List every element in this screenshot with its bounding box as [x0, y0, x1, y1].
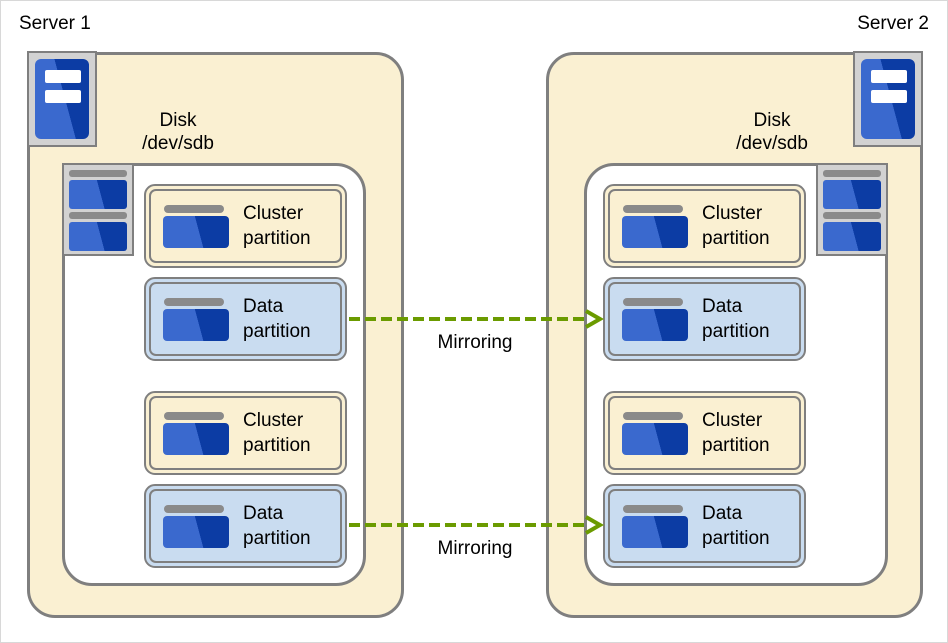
- partition-label-line1: Cluster: [702, 203, 763, 224]
- server-2-disk-label: Disk /dev/sdb: [692, 109, 852, 155]
- disk-platter-rect: [69, 222, 127, 251]
- partition-icon: [622, 411, 688, 455]
- partition-box-inner: Cluster partition: [149, 396, 342, 470]
- partition-icon-rect: [622, 308, 688, 341]
- partition-label: Cluster partition: [702, 201, 770, 251]
- partition-label-line2: partition: [243, 228, 311, 249]
- partition-icon-bar: [623, 204, 683, 213]
- server-tower-glyph: [861, 59, 915, 139]
- partition-box-data: Data partition: [144, 484, 347, 568]
- partition-icon-bar: [164, 411, 224, 420]
- partition-icon-bar: [623, 411, 683, 420]
- disk-icon: [816, 163, 888, 256]
- server-slot-bar: [45, 90, 81, 103]
- partition-icon: [622, 297, 688, 341]
- partition-label: Data partition: [243, 294, 311, 344]
- partition-icon: [163, 204, 229, 248]
- partition-label-line2: partition: [243, 435, 311, 456]
- partition-label-line1: Data: [702, 503, 743, 524]
- server-icon: [27, 51, 97, 147]
- server-icon: [853, 51, 923, 147]
- partition-label-line2: partition: [702, 321, 770, 342]
- mirroring-label: Mirroring: [437, 332, 513, 353]
- partition-icon-bar: [164, 204, 224, 213]
- partition-icon-bar: [623, 504, 683, 513]
- mirroring-arrow: [349, 309, 604, 329]
- partition-icon-rect: [622, 422, 688, 455]
- partition-box-cluster: Cluster partition: [603, 391, 806, 475]
- partition-box-inner: Data partition: [608, 282, 801, 356]
- partition-icon: [163, 297, 229, 341]
- disk-platter-rect: [823, 222, 881, 251]
- server-slot-bar: [45, 70, 81, 83]
- server-slot-bar: [871, 70, 907, 83]
- mirroring-label: Mirroring: [437, 538, 513, 559]
- disk-platter-bar: [823, 212, 881, 219]
- partition-icon-rect: [163, 215, 229, 248]
- partition-label-line1: Cluster: [702, 410, 763, 431]
- partition-icon-rect: [163, 515, 229, 548]
- disk-label-line2: /dev/sdb: [142, 133, 214, 154]
- partition-label: Data partition: [243, 501, 311, 551]
- server-1-disk-label: Disk /dev/sdb: [98, 109, 258, 155]
- partition-icon-rect: [622, 515, 688, 548]
- partition-box-cluster: Cluster partition: [603, 184, 806, 268]
- partition-icon-bar: [623, 297, 683, 306]
- disk-platter-bar: [823, 170, 881, 177]
- partition-label-line1: Data: [243, 503, 284, 524]
- partition-icon: [622, 504, 688, 548]
- partition-icon: [163, 411, 229, 455]
- partition-icon-rect: [622, 215, 688, 248]
- partition-label-line1: Data: [243, 296, 284, 317]
- partition-box-inner: Cluster partition: [149, 189, 342, 263]
- partition-icon-rect: [163, 308, 229, 341]
- partition-box-inner: Cluster partition: [608, 189, 801, 263]
- partition-box-inner: Data partition: [608, 489, 801, 563]
- partition-label: Cluster partition: [243, 408, 311, 458]
- partition-icon-bar: [164, 297, 224, 306]
- disk-platter-bar: [69, 170, 127, 177]
- partition-icon: [622, 204, 688, 248]
- partition-label-line2: partition: [243, 321, 311, 342]
- partition-box-data: Data partition: [603, 277, 806, 361]
- mirroring-arrow: [349, 515, 604, 535]
- partition-box-inner: Data partition: [149, 282, 342, 356]
- server-tower-glyph: [35, 59, 89, 139]
- partition-box-cluster: Cluster partition: [144, 391, 347, 475]
- partition-box-data: Data partition: [603, 484, 806, 568]
- partition-label-line2: partition: [702, 435, 770, 456]
- partition-label-line2: partition: [243, 528, 311, 549]
- partition-label-line2: partition: [702, 528, 770, 549]
- disk-platter-bar: [69, 212, 127, 219]
- disk-label-line1: Disk: [753, 110, 791, 131]
- server-slot-bar: [871, 90, 907, 103]
- partition-label-line1: Cluster: [243, 410, 304, 431]
- partition-label: Cluster partition: [702, 408, 770, 458]
- server-2-label: Server 2: [857, 13, 929, 34]
- partition-label: Cluster partition: [243, 201, 311, 251]
- disk-label-line2: /dev/sdb: [736, 133, 808, 154]
- partition-label-line1: Data: [702, 296, 743, 317]
- partition-label: Data partition: [702, 294, 770, 344]
- disk-platter-rect: [823, 180, 881, 209]
- disk-label-line1: Disk: [159, 110, 197, 131]
- server-1-label: Server 1: [19, 13, 91, 34]
- partition-box-cluster: Cluster partition: [144, 184, 347, 268]
- partition-box-data: Data partition: [144, 277, 347, 361]
- partition-box-inner: Data partition: [149, 489, 342, 563]
- partition-icon: [163, 504, 229, 548]
- disk-icon: [62, 163, 134, 256]
- disk-platter-rect: [69, 180, 127, 209]
- partition-label-line2: partition: [702, 228, 770, 249]
- partition-label: Data partition: [702, 501, 770, 551]
- partition-box-inner: Cluster partition: [608, 396, 801, 470]
- partition-icon-rect: [163, 422, 229, 455]
- partition-icon-bar: [164, 504, 224, 513]
- partition-label-line1: Cluster: [243, 203, 304, 224]
